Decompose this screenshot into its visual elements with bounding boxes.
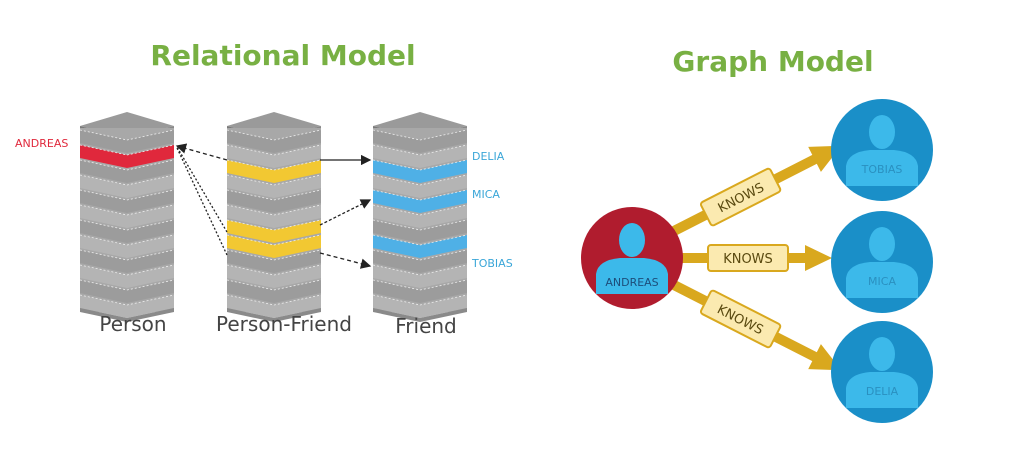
highlighted-row: [227, 220, 321, 243]
highlighted-row: [227, 235, 321, 258]
table-row: [80, 130, 174, 153]
row-label-mica: MICA: [472, 188, 500, 201]
highlighted-row: [373, 235, 467, 258]
highlighted-row: [373, 190, 467, 213]
table-friend: [372, 112, 468, 322]
link-pf2-person: [176, 146, 228, 233]
node-tobias: TOBIAS: [831, 99, 933, 201]
table-row: [373, 205, 467, 228]
row-label-andreas: ANDREAS: [15, 137, 68, 150]
table-person: [79, 112, 175, 322]
table-row: [80, 205, 174, 228]
row-label-delia: DELIA: [472, 150, 505, 163]
table-row: [227, 130, 321, 153]
table-row: [80, 190, 174, 213]
table-row: [227, 265, 321, 288]
table-row: [373, 175, 467, 198]
node-label: TOBIAS: [861, 163, 903, 176]
node-andreas: ANDREAS: [581, 207, 683, 309]
highlighted-row: [227, 160, 321, 183]
table-row: [227, 145, 321, 168]
table-row: [373, 220, 467, 243]
table-row: [373, 130, 467, 153]
table-caption-friend: Friend: [395, 314, 457, 338]
node-label: MICA: [868, 275, 896, 288]
graph-edges: KNOWS KNOWS KNOWS: [669, 145, 842, 371]
highlighted-row: [80, 145, 174, 168]
table-row: [80, 295, 174, 318]
table-caption-person: Person: [99, 312, 166, 336]
edge-andreas-delia: KNOWS: [669, 279, 842, 371]
relational-model-title: Relational Model: [150, 39, 415, 72]
table-row: [227, 205, 321, 228]
person-silhouette-icon: [846, 337, 918, 408]
node-mica: MICA: [831, 211, 933, 313]
person-silhouette-icon: [846, 115, 918, 186]
node-delia: DELIA: [831, 321, 933, 423]
link-pf3-person: [176, 147, 228, 256]
edge-andreas-tobias: KNOWS: [669, 145, 842, 237]
table-row: [227, 175, 321, 198]
table-row: [373, 265, 467, 288]
highlighted-row: [373, 160, 467, 183]
table-caption-person-friend: Person-Friend: [216, 312, 352, 336]
link-pf1-person: [175, 143, 228, 161]
table-row: [227, 190, 321, 213]
table-row: [80, 235, 174, 258]
link-pf2-mica: [319, 199, 372, 226]
table-row: [227, 280, 321, 303]
table-person-friend: [226, 112, 322, 322]
person-silhouette-icon: [846, 227, 918, 298]
row-label-tobias: TOBIAS: [471, 257, 513, 270]
table-row: [80, 280, 174, 303]
person-silhouette-icon: [596, 223, 668, 294]
edge-andreas-mica: KNOWS: [680, 244, 832, 272]
node-label: ANDREAS: [605, 276, 658, 289]
table-row: [80, 250, 174, 273]
graph-model-title: Graph Model: [672, 45, 873, 78]
link-pf3-tobias: [319, 252, 372, 269]
table-row: [80, 175, 174, 198]
table-row: [80, 160, 174, 183]
table-row: [227, 295, 321, 318]
table-row: [80, 220, 174, 243]
relational-links: [175, 143, 372, 269]
table-row: [373, 250, 467, 273]
edge-label: KNOWS: [723, 252, 773, 267]
table-row: [373, 295, 467, 318]
table-row: [227, 250, 321, 273]
table-row: [373, 145, 467, 168]
table-row: [373, 280, 467, 303]
relational-tables: [79, 112, 468, 322]
table-row: [80, 265, 174, 288]
node-label: DELIA: [866, 385, 899, 398]
